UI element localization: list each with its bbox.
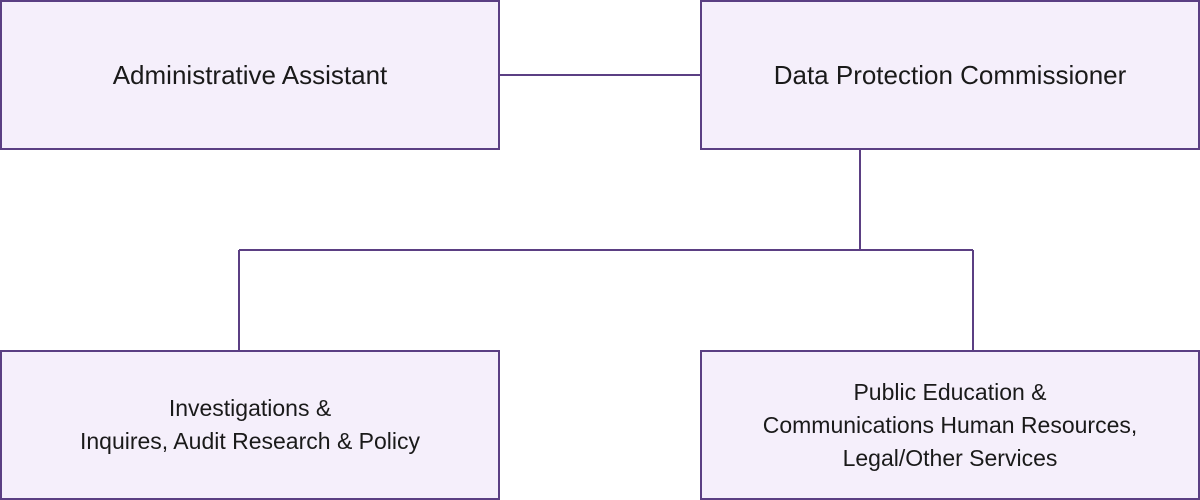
node-label: Data Protection Commissioner [773, 60, 1127, 90]
node-label-line-2: Communications Human Resources, [762, 411, 1138, 438]
node-label-line-3: Legal/Other Services [842, 444, 1058, 471]
node-investigations: Investigations & Inquires, Audit Researc… [0, 350, 500, 500]
node-public-education: Public Education & Communications Human … [700, 350, 1200, 500]
node-label-line-1: Public Education & [853, 378, 1047, 405]
node-label-line-2: Inquires, Audit Research & Policy [79, 428, 421, 454]
node-data-protection-commissioner: Data Protection Commissioner [700, 0, 1200, 150]
node-administrative-assistant: Administrative Assistant [0, 0, 500, 150]
node-label: Administrative Assistant [112, 60, 388, 90]
node-label-line-1: Investigations & [168, 395, 332, 421]
